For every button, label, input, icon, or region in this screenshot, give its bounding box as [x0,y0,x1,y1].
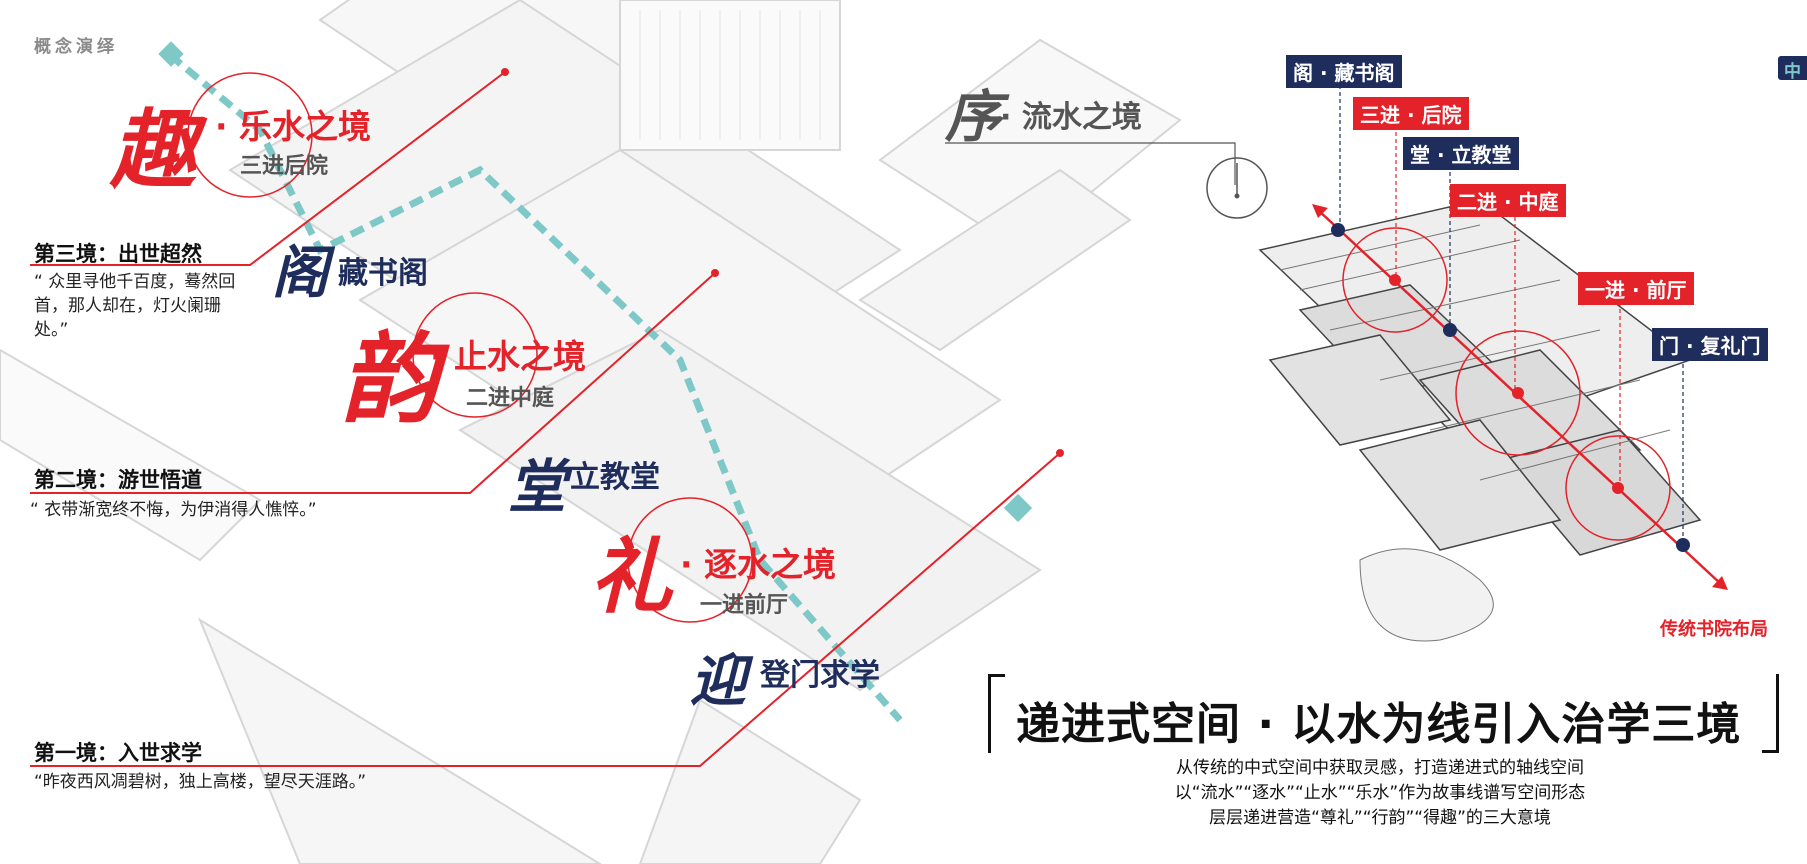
layout-tag-front-hall: 一进 · 前厅 [1578,272,1694,305]
water-end-marker [1003,493,1033,523]
building-label-entrance: 登门求学 [760,658,880,693]
building-label-hall: 立教堂 [570,460,660,495]
layout-tag-gate: 门 · 复礼门 [1652,328,1768,361]
description: 从传统的中式空间中获取灵感，打造递进式的轴线空间 以“流水”“逐水”“止水”“乐… [1050,756,1710,831]
realm-title-1: · 逐水之境 [680,545,837,584]
stage-title-3: 第三境：出世超然 [34,242,202,266]
realm-subtitle-3: 三进后院 [240,154,329,179]
compass-icon [1206,157,1268,219]
realm-glyph-qu: 趣 [110,100,196,201]
corner-tab-label: 中 [1784,62,1801,82]
building-glyph-ge: 阁 [272,240,328,306]
guide-line-1 [30,452,1061,767]
stage-poem-3: “ 众里寻他千百度，蓦然回首，那人却在，灯火阑珊处。” [34,272,236,340]
order-glyph: 序 [945,84,1001,150]
guide-line-2 [30,272,716,494]
layout-caption: 传统书院布局 [1660,619,1768,640]
building-glyph-tang: 堂 [508,453,567,521]
guide-line-3 [30,71,506,266]
title-corner-right [1762,674,1779,753]
description-line-3: 层层递进营造“尊礼”“行韵”“得趣”的三大意境 [1209,808,1551,828]
realm-title-3: · 乐水之境 [215,107,372,146]
order-title: · 流水之境 [1000,100,1142,135]
layout-tag-central-court: 二进 · 中庭 [1450,184,1566,217]
realm-subtitle-2: 二进中庭 [466,386,555,411]
order-leader [945,142,1236,185]
building-glyph-ying: 迎 [690,648,746,714]
corner-tab[interactable]: 中 [1778,56,1807,82]
stage-title-1: 第一境：入世求学 [34,741,202,765]
water-path [167,52,903,723]
realm-title-2: · 止水之境 [430,337,587,376]
stage-poem-1: “昨夜西风凋碧树，独上高楼，望尽天涯路。” [34,772,367,792]
description-line-1: 从传统的中式空间中获取灵感，打造递进式的轴线空间 [1176,758,1584,778]
title-corner-left [988,674,1005,753]
description-line-2: 以“流水”“逐水”“止水”“乐水”作为故事线谱写空间形态 [1174,783,1586,803]
layout-tag-hall: 堂 · 立教堂 [1403,137,1519,170]
building-label-library: 藏书阁 [338,256,428,291]
realm-glyph-yun: 韵 [340,322,439,437]
stage-poem-2: “ 衣带渐宽终不悔，为伊消得人憔悴。” [30,500,317,520]
section-label: 概念演绎 [34,37,118,57]
layout-tag-library: 阁 · 藏书阁 [1286,55,1402,88]
realm-glyph-li: 礼 [590,529,672,625]
main-title: 递进式空间 · 以水为线引入治学三境 [1016,699,1742,750]
realm-subtitle-1: 一进前厅 [700,593,789,618]
stage-title-2: 第二境：游世悟道 [34,468,202,492]
layout-tag-rear-court: 三进 · 后院 [1353,97,1469,130]
